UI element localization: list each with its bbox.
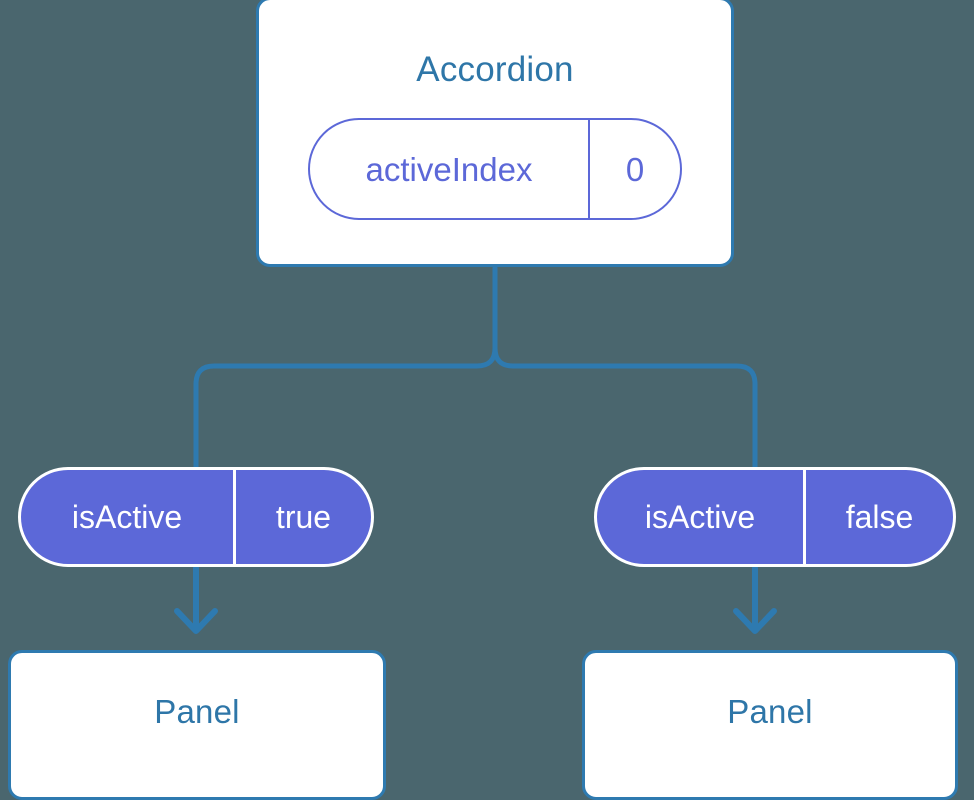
connector-branch-left xyxy=(193,345,498,473)
prop-pill-is-active-true: isActive true xyxy=(18,467,374,567)
accordion-component-card: Accordion xyxy=(256,0,734,267)
prop-pill-value: true xyxy=(275,499,332,535)
connector-branch-right xyxy=(492,345,758,473)
panel-title: Panel xyxy=(154,693,240,730)
diagram-canvas: Accordion activeIndex 0 isActive true is… xyxy=(8,0,958,800)
panel-component-card-right: Panel xyxy=(582,650,958,800)
prop-pill-value: false xyxy=(845,499,914,535)
state-pill-active-index: activeIndex 0 xyxy=(308,118,682,220)
arrow-head-right-icon xyxy=(733,608,777,634)
prop-pill-key: isActive xyxy=(597,470,806,564)
state-pill-value: 0 xyxy=(625,150,645,188)
accordion-title: Accordion xyxy=(416,50,574,89)
panel-title: Panel xyxy=(727,693,813,730)
prop-pill-key: isActive xyxy=(21,470,236,564)
prop-pill-is-active-false: isActive false xyxy=(594,467,956,567)
state-pill-key: activeIndex xyxy=(310,120,590,218)
arrow-head-left-icon xyxy=(174,608,218,634)
panel-component-card-left: Panel xyxy=(8,650,386,800)
